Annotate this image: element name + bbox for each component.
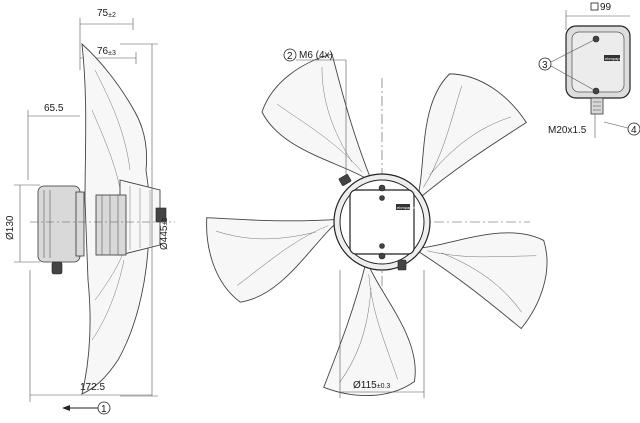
- side-view: 75±2 76±3 65.5 Ø130: [5, 8, 175, 415]
- motor-body: [37, 185, 167, 275]
- svg-text:M6 (4x): M6 (4x): [299, 50, 333, 61]
- dimension-65-5: 65.5: [27, 103, 80, 180]
- brand-logo: [396, 204, 410, 210]
- mounting-hole-top: [378, 184, 386, 192]
- svg-text:1: 1: [101, 404, 107, 415]
- mounting-hole-bottom: [378, 252, 386, 260]
- callout-4: 4: [603, 121, 640, 136]
- svg-text:ebmpapst: ebmpapst: [605, 56, 623, 61]
- svg-text:Ø115±0.3: Ø115±0.3: [353, 380, 390, 391]
- callout-1: 1: [62, 401, 111, 415]
- dimension-99: 99: [565, 2, 630, 30]
- svg-text:4: 4: [631, 125, 637, 136]
- svg-text:76±3: 76±3: [97, 46, 116, 57]
- svg-text:99: 99: [600, 2, 612, 13]
- dimension-445: Ø445±2: [120, 43, 170, 397]
- label-m20: M20x1.5: [548, 114, 596, 138]
- svg-text:ebmpapst: ebmpapst: [397, 205, 415, 210]
- svg-text:172.5: 172.5: [80, 382, 105, 393]
- dimension-115: Ø115±0.3: [339, 270, 425, 398]
- svg-text:M20x1.5: M20x1.5: [548, 125, 587, 136]
- svg-text:Ø445±2: Ø445±2: [159, 218, 170, 250]
- screw-bottom: [592, 87, 600, 95]
- dimension-75: 75±2: [79, 8, 134, 70]
- svg-text:65.5: 65.5: [44, 103, 64, 114]
- svg-text:75±2: 75±2: [97, 8, 116, 19]
- callout-2: 2 M6 (4x): [283, 48, 347, 174]
- callout-3: 3: [538, 39, 595, 91]
- fan-blades: [206, 53, 548, 396]
- svg-text:3: 3: [542, 60, 548, 71]
- motor-hub: ebmpapst: [333, 173, 431, 271]
- dimension-130: Ø130: [5, 184, 40, 263]
- svg-text:2: 2: [287, 51, 293, 62]
- svg-text:Ø130: Ø130: [5, 215, 16, 240]
- terminal-box-view: 99 ebmpapst 3 4 M20x1.5: [538, 2, 640, 138]
- front-view: ebmpapst 2 M6 (4x) Ø115±0.3: [206, 48, 548, 398]
- screw-top: [592, 35, 600, 43]
- dimension-172-5: 172.5: [29, 270, 152, 402]
